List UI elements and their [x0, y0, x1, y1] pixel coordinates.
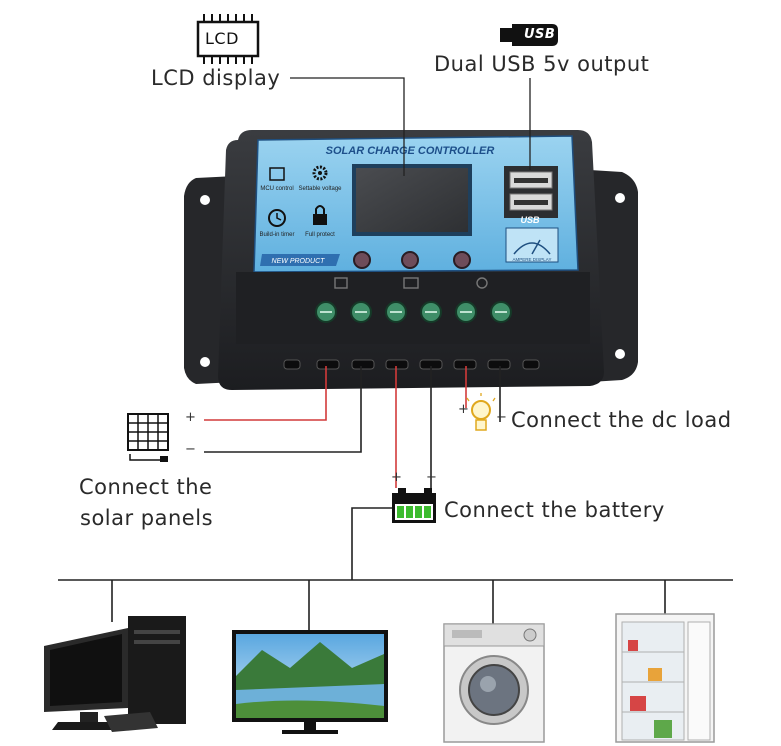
terminal-screws: [315, 301, 512, 323]
lcd-pointer-line: [290, 77, 405, 176]
wire-slots: [283, 359, 540, 370]
timer-label: Build-in timer: [259, 232, 294, 238]
mcu-label: MCU control: [260, 186, 293, 192]
wiring: [204, 366, 501, 488]
solar-label-line1: Connect the: [79, 475, 213, 499]
usb-output-label: Dual USB 5v output: [434, 52, 650, 76]
mount-hole: [615, 193, 625, 203]
solar-plus-sign: +: [185, 410, 196, 425]
button-left[interactable]: [353, 251, 371, 269]
ampere-meter: [505, 227, 559, 263]
solar-symbol-icon: [334, 277, 348, 289]
mcu-icon: [269, 167, 285, 181]
solar-negative-wire: [204, 366, 362, 453]
washing-machine-icon: [443, 623, 545, 743]
battery-icon: [392, 488, 436, 523]
battery-minus-sign: −: [426, 470, 437, 485]
usb-port-1-slot: [514, 178, 548, 183]
terminal-block: [236, 272, 590, 344]
solar-label-line2: solar panels: [80, 506, 214, 530]
refrigerator-icon: [615, 613, 715, 743]
lock-icon: [313, 214, 327, 225]
gear-icon: [312, 165, 328, 181]
meter-arc: [513, 242, 551, 255]
lcd-display-label: LCD display: [151, 66, 281, 90]
light-bulb-icon: [466, 393, 496, 431]
mount-hole: [200, 357, 210, 367]
desktop-computer-icon: [44, 616, 186, 732]
solar-panel-icon: [127, 413, 169, 462]
gear-icon-center: [318, 171, 322, 175]
distribution-bus: [58, 507, 733, 630]
meter-label: AMPERE DISPLAY: [513, 257, 552, 262]
meter-needle: [531, 239, 541, 255]
battery-symbol-icon: [403, 277, 419, 289]
new-product-strip: [260, 254, 340, 266]
lcd-screen: [356, 168, 468, 232]
usb-plug-icon: [500, 24, 558, 46]
protect-label: Full protect: [305, 232, 335, 238]
load-plus-sign: +: [458, 402, 469, 417]
lock-shackle: [315, 205, 325, 214]
load-minus-sign: −: [496, 410, 507, 425]
settable-label: Settable voltage: [298, 186, 342, 192]
timer-hands: [276, 213, 282, 221]
button-right[interactable]: [453, 251, 471, 269]
panel-title: SOLAR CHARGE CONTROLLER: [326, 145, 495, 157]
bulb-symbol-icon: [476, 277, 488, 289]
usb-badge: USB: [520, 215, 540, 225]
mount-hole: [200, 195, 210, 205]
new-product-label: NEW PRODUCT: [272, 258, 326, 265]
dc-load-label: Connect the dc load: [511, 408, 732, 432]
terminal-symbols: [334, 277, 488, 289]
usb-port-2-slot: [514, 200, 548, 205]
mount-hole: [615, 349, 625, 359]
television-icon: [232, 630, 388, 734]
usb-icon-text: USB: [524, 27, 556, 42]
lcd-icon-text: LCD: [205, 29, 239, 48]
solar-positive-wire: [204, 366, 327, 421]
solar-minus-sign: −: [185, 442, 196, 457]
feature-icons: MCU control Settable voltage Build-in ti…: [259, 165, 342, 238]
battery-label: Connect the battery: [444, 498, 665, 522]
panel-buttons: [353, 251, 471, 269]
lcd-chip-icon: [196, 14, 260, 64]
right-flange: [590, 170, 638, 382]
battery-plus-sign: +: [391, 470, 402, 485]
button-middle[interactable]: [401, 251, 419, 269]
timer-icon: [268, 209, 286, 227]
charge-controller: SOLAR CHARGE CONTROLLER MCU control Sett…: [184, 130, 638, 390]
